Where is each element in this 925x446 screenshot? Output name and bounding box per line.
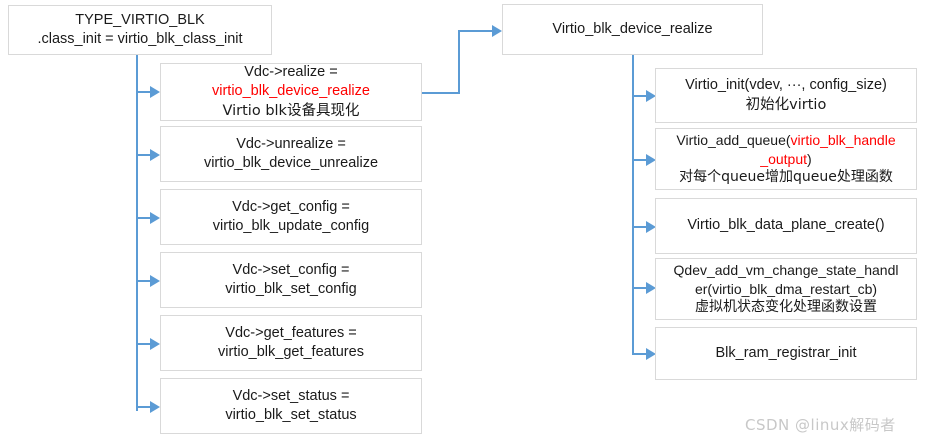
- left-stub-2: [136, 154, 152, 156]
- node-line: Vdc->set_config =: [232, 261, 350, 278]
- node-line: virtio_blk_update_config: [212, 218, 370, 234]
- node-line: Vdc->unrealize =: [236, 135, 346, 152]
- left-stub-4: [136, 280, 152, 282]
- right-stub-1: [632, 95, 648, 97]
- node-line: 对每个queue增加queue处理函数: [679, 169, 893, 186]
- node-line: Blk_ram_registrar_init: [715, 344, 857, 361]
- right-arrow-1: [646, 90, 656, 102]
- node-virtio-blk-device-realize[interactable]: Virtio_blk_device_realize: [502, 4, 763, 55]
- node-line: Virtio_init(vdev, ···, config_size): [685, 77, 887, 94]
- node-line: Virtio blk设备具现化: [222, 102, 360, 119]
- node-line: .class_init = virtio_blk_class_init: [37, 31, 243, 47]
- node-virtio-add-queue[interactable]: Virtio_add_queue(virtio_blk_handle _outp…: [655, 128, 917, 190]
- bridge-arrow: [492, 25, 502, 37]
- node-line: Qdev_add_vm_change_state_handl: [673, 262, 899, 279]
- node-line: Virtio_blk_data_plane_create(): [687, 217, 885, 234]
- left-stub-3: [136, 217, 152, 219]
- left-arrow-3: [150, 212, 160, 224]
- bridge-line-v: [458, 30, 460, 94]
- node-line: er(virtio_blk_dma_restart_cb): [694, 280, 878, 297]
- virtio-add-queue-prefix: Virtio_add_queue(: [676, 132, 791, 149]
- node-line: Vdc->realize =: [244, 64, 338, 81]
- node-vdc-realize[interactable]: Vdc->realize = virtio_blk_device_realize…: [160, 63, 422, 121]
- node-line: _output): [660, 150, 912, 169]
- left-stub-1: [136, 91, 152, 93]
- node-vdc-get-config[interactable]: Vdc->get_config = virtio_blk_update_conf…: [160, 189, 422, 245]
- node-line-highlight: virtio_blk_device_realize: [212, 83, 370, 100]
- right-spine-line: [632, 55, 634, 355]
- virtio-add-queue-suffix: ): [807, 150, 812, 167]
- node-line: Vdc->get_features =: [225, 324, 357, 341]
- node-line: 初始化virtio: [745, 96, 827, 113]
- watermark: CSDN @linux解码者: [745, 416, 896, 434]
- right-arrow-4: [646, 282, 656, 294]
- node-line: Vdc->set_status =: [232, 387, 350, 404]
- node-blk-ram-registrar-init[interactable]: Blk_ram_registrar_init: [655, 327, 917, 380]
- right-arrow-2: [646, 154, 656, 166]
- node-type-virtio-blk[interactable]: TYPE_VIRTIO_BLK .class_init = virtio_blk…: [8, 5, 272, 55]
- node-vdc-set-config[interactable]: Vdc->set_config = virtio_blk_set_config: [160, 252, 422, 308]
- node-virtio-init[interactable]: Virtio_init(vdev, ···, config_size) 初始化v…: [655, 68, 917, 123]
- left-arrow-2: [150, 149, 160, 161]
- node-qdev-add-vm-change-state-handler[interactable]: Qdev_add_vm_change_state_handl er(virtio…: [655, 258, 917, 320]
- node-vdc-set-status[interactable]: Vdc->set_status = virtio_blk_set_status: [160, 378, 422, 434]
- left-stub-5: [136, 343, 152, 345]
- right-stub-5: [632, 353, 648, 355]
- left-stub-6: [136, 406, 152, 408]
- bridge-line-h1: [422, 92, 460, 94]
- left-spine-line: [136, 55, 138, 411]
- node-line: virtio_blk_get_features: [218, 344, 364, 360]
- node-line: virtio_blk_set_config: [225, 281, 357, 297]
- virtio-add-queue-arg-2: _output: [760, 150, 808, 167]
- left-arrow-1: [150, 86, 160, 98]
- node-line: Virtio_blk_device_realize: [552, 20, 713, 37]
- left-arrow-6: [150, 401, 160, 413]
- left-arrow-5: [150, 338, 160, 350]
- node-line: 虚拟机状态变化处理函数设置: [695, 299, 877, 316]
- left-arrow-4: [150, 275, 160, 287]
- right-stub-2: [632, 159, 648, 161]
- right-arrow-3: [646, 221, 656, 233]
- node-virtio-blk-data-plane-create[interactable]: Virtio_blk_data_plane_create(): [655, 198, 917, 254]
- right-stub-3: [632, 226, 648, 228]
- node-vdc-unrealize[interactable]: Vdc->unrealize = virtio_blk_device_unrea…: [160, 126, 422, 182]
- virtio-add-queue-arg-1: virtio_blk_handle: [790, 132, 896, 149]
- node-line: Virtio_add_queue(virtio_blk_handle: [660, 131, 912, 150]
- bridge-line-h2: [458, 30, 494, 32]
- node-vdc-get-features[interactable]: Vdc->get_features = virtio_blk_get_featu…: [160, 315, 422, 371]
- right-arrow-5: [646, 348, 656, 360]
- node-line: Vdc->get_config =: [232, 198, 350, 215]
- right-stub-4: [632, 287, 648, 289]
- node-line: TYPE_VIRTIO_BLK: [75, 11, 205, 28]
- node-line: virtio_blk_device_unrealize: [203, 155, 379, 171]
- node-line: virtio_blk_set_status: [225, 407, 357, 423]
